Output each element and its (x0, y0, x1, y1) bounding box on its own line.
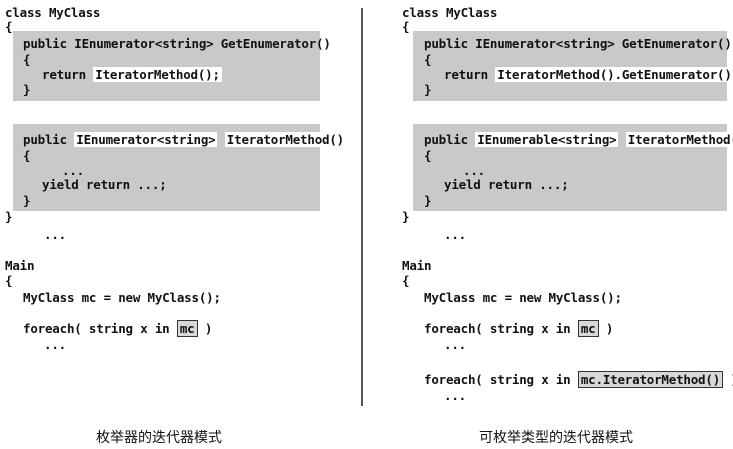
highlighted-return-type: IEnumerator<string> (74, 132, 218, 147)
keyword-return: return (42, 67, 94, 82)
method-close-brace: } (23, 193, 31, 208)
highlighted-call: IteratorMethod(); (93, 67, 222, 82)
highlighted-method-name: IteratorMethod() (625, 132, 733, 147)
main-label: Main (402, 258, 432, 273)
method-close-brace: } (424, 82, 432, 97)
ellipsis: ... (44, 227, 66, 242)
method-name: GetEnumerator() (213, 36, 331, 51)
class-open-brace: { (402, 19, 410, 34)
ellipsis: ... (444, 337, 466, 352)
keyword-public: public (424, 36, 476, 51)
return-type: IEnumerator<string> (475, 36, 615, 51)
main-label: Main (5, 258, 35, 273)
highlighted-return-type: IEnumerable<string> (475, 132, 619, 147)
boxed-collection: mc (176, 320, 198, 337)
return-type: IEnumerator<string> (74, 36, 214, 51)
boxed-collection: mc.IteratorMethod() (577, 371, 724, 388)
return-statement: return IteratorMethod(); (42, 67, 222, 82)
keyword-return: return (444, 67, 496, 82)
highlighted-call: IteratorMethod().GetEnumerator(); (495, 67, 733, 82)
keyword-public: public (424, 132, 476, 147)
yield-statement: yield return ...; (42, 177, 167, 192)
right-panel: class MyClass { public IEnumerator<strin… (365, 0, 733, 449)
foreach-statement: foreach( string x in mc ) (424, 320, 614, 337)
method-name: GetEnumerator() (614, 36, 732, 51)
foreach-suffix: ) (598, 321, 614, 336)
class-close-brace: } (5, 209, 13, 224)
foreach-prefix: foreach( string x in (424, 321, 578, 336)
class-close-brace: } (402, 209, 410, 224)
foreach-suffix: ) (723, 372, 733, 387)
divider (361, 8, 363, 406)
boxed-collection: mc (577, 320, 599, 337)
declaration-statement: MyClass mc = new MyClass(); (23, 290, 221, 305)
keyword-public: public (23, 36, 75, 51)
keyword-public: public (23, 132, 75, 147)
main-open-brace: { (5, 273, 13, 288)
yield-statement: yield return ...; (444, 177, 569, 192)
class-header: class MyClass (5, 5, 101, 20)
get-enumerator-signature: public IEnumerator<string> GetEnumerator… (424, 36, 732, 51)
ellipsis: ... (444, 227, 466, 242)
highlighted-method-name: IteratorMethod() (224, 132, 347, 147)
class-header: class MyClass (402, 5, 498, 20)
method-open-brace: { (23, 148, 31, 163)
class-open-brace: { (5, 19, 13, 34)
caption: 可枚举类型的迭代器模式 (479, 430, 633, 446)
method-open-brace: { (23, 52, 31, 67)
foreach-statement: foreach( string x in mc ) (23, 320, 213, 337)
spacer (217, 132, 224, 147)
spacer (618, 132, 625, 147)
method-close-brace: } (424, 193, 432, 208)
iterator-method-signature: public IEnumerator<string> IteratorMetho… (23, 132, 347, 147)
iterator-method-signature: public IEnumerable<string> IteratorMetho… (424, 132, 733, 147)
declaration-statement: MyClass mc = new MyClass(); (424, 290, 622, 305)
ellipsis: ... (62, 163, 84, 178)
get-enumerator-block (13, 31, 320, 101)
ellipsis: ... (44, 337, 66, 352)
foreach-prefix: foreach( string x in (424, 372, 578, 387)
method-close-brace: } (23, 82, 31, 97)
foreach-suffix: ) (197, 321, 213, 336)
get-enumerator-block (413, 31, 727, 101)
caption: 枚举器的迭代器模式 (96, 430, 222, 446)
return-statement: return IteratorMethod().GetEnumerator(); (444, 67, 733, 82)
method-open-brace: { (424, 148, 432, 163)
get-enumerator-signature: public IEnumerator<string> GetEnumerator… (23, 36, 331, 51)
ellipsis: ... (463, 163, 485, 178)
foreach-prefix: foreach( string x in (23, 321, 177, 336)
ellipsis: ... (444, 388, 466, 403)
foreach-statement-iterator: foreach( string x in mc.IteratorMethod()… (424, 371, 733, 388)
left-panel: class MyClass { public IEnumerator<strin… (0, 0, 362, 449)
main-open-brace: { (402, 273, 410, 288)
method-open-brace: { (424, 52, 432, 67)
